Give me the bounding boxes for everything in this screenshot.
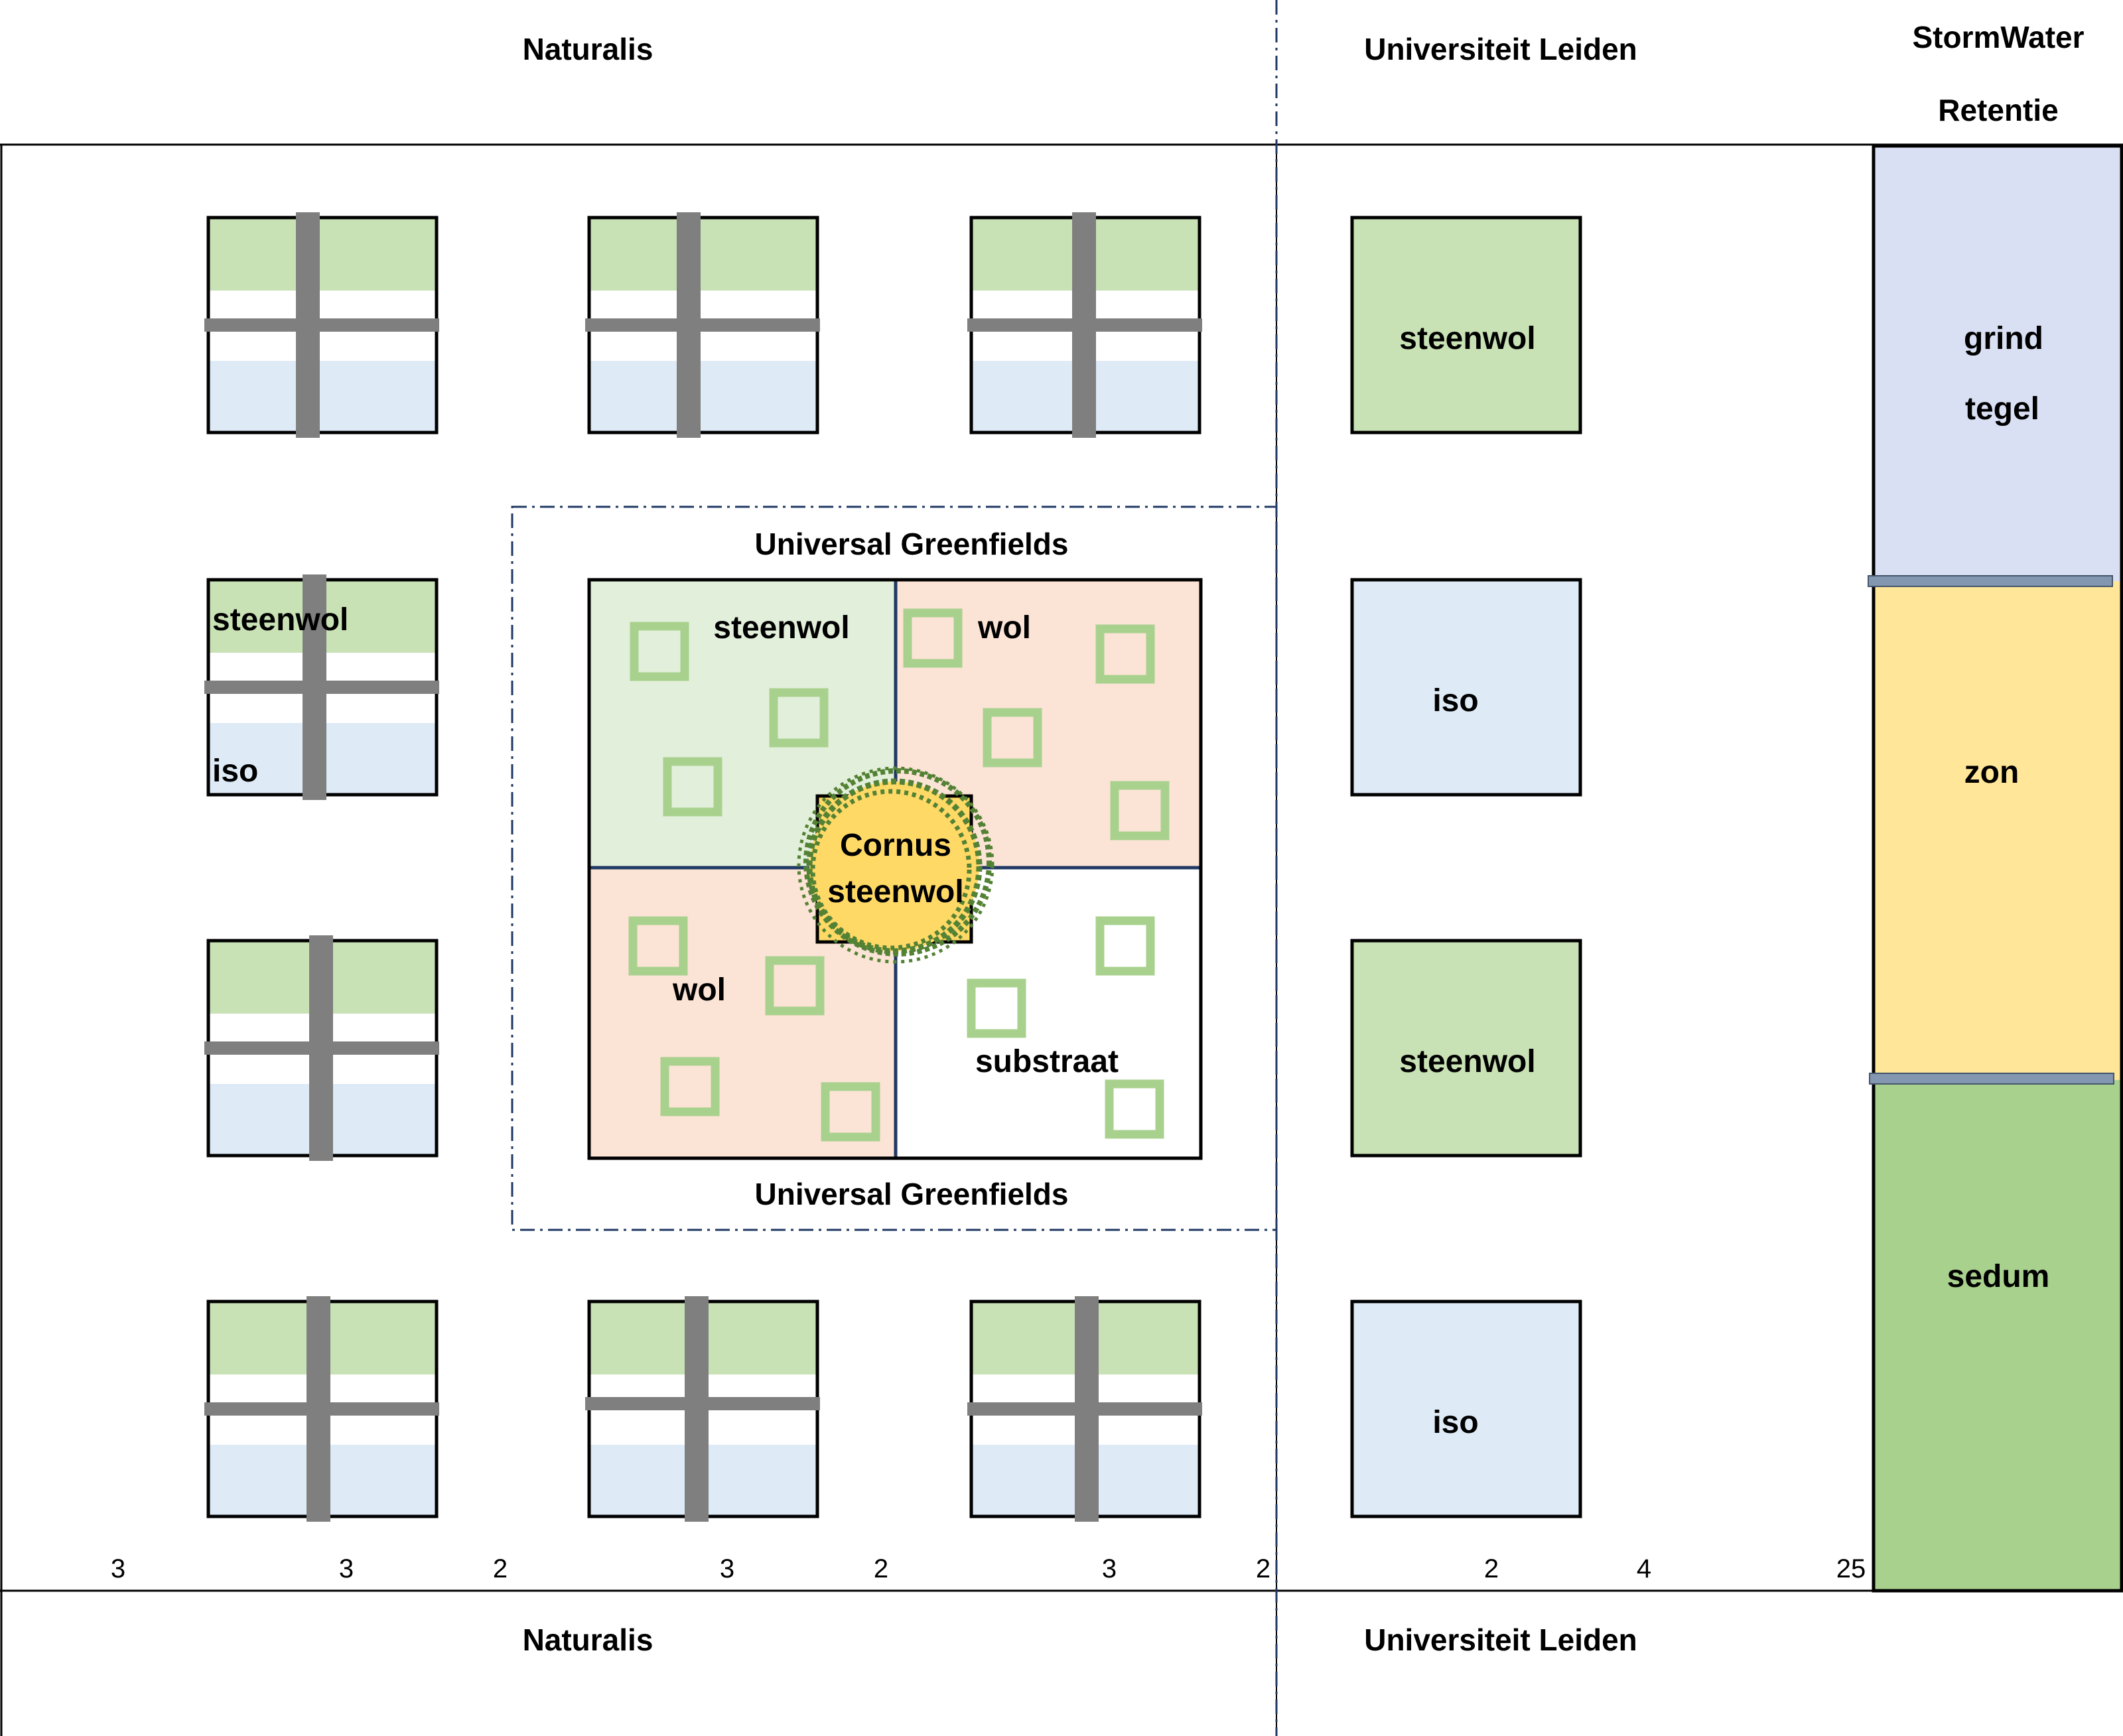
naturalis-header-bottom: Naturalis (523, 1623, 653, 1657)
tile-horizontal-bar (204, 318, 439, 332)
dimension-label: 2 (1256, 1554, 1270, 1583)
sample-square (983, 708, 1042, 768)
naturalis-header-top: Naturalis (523, 32, 653, 66)
leiden-tile-column: steenwol iso steenwol iso (1350, 216, 1582, 1518)
stormwater-label-zon: zon (1964, 755, 2020, 790)
quadrant-label-bottom-right: substraat (975, 1044, 1119, 1079)
leiden-tile: steenwol (1350, 216, 1582, 434)
tile-vertical-bar (296, 212, 320, 438)
tile-top-layer (208, 218, 437, 291)
tile-bottom-layer (589, 361, 817, 433)
naturalis-tile (204, 212, 439, 438)
sample-square (765, 956, 825, 1016)
dimension-label: 25 (1836, 1554, 1866, 1583)
dimension-label: 3 (339, 1554, 354, 1583)
leiden-header-top: Universiteit Leiden (1364, 32, 1637, 66)
dimension-label: 2 (1484, 1554, 1499, 1583)
sample-square (903, 608, 963, 668)
stormwater-header-line1: StormWater (1913, 20, 2085, 54)
cornus-ring-3 (810, 789, 972, 951)
sample-square-group (628, 608, 1170, 1142)
sample-square (1095, 916, 1155, 976)
sample-square (630, 622, 689, 681)
stormwater-column: grind tegel zon sedum (1868, 144, 2123, 1593)
tile-vertical-bar (677, 212, 701, 438)
cornus-plant: Cornus steenwol (797, 766, 994, 964)
leiden-tile-label: steenwol (1399, 321, 1535, 356)
sample-square (1105, 1079, 1164, 1139)
leiden-tile-label: iso (1432, 1405, 1478, 1440)
tile-vertical-bar (309, 935, 333, 1161)
sample-square (821, 1082, 880, 1142)
leiden-tile-box (1350, 578, 1582, 797)
stormwater-sedum-zone (1874, 1080, 2122, 1591)
dimension-label: 3 (720, 1554, 734, 1583)
tile-top-layer (589, 218, 817, 291)
quadrant-label-bottom-left: wol (672, 972, 726, 1008)
dimension-label: 3 (111, 1554, 125, 1583)
naturalis-tile-label-iso: iso (212, 754, 258, 789)
tile-vertical-bar (685, 1296, 709, 1522)
greenfields-outer-box (587, 578, 1203, 1160)
stormwater-header-line2: Retentie (1938, 93, 2058, 127)
naturalis-tile (585, 1296, 820, 1522)
naturalis-tile (204, 574, 439, 800)
greenfields-title-bottom: Universal Greenfields (755, 1177, 1069, 1211)
stormwater-grind-tegel-zone (1874, 146, 2122, 581)
sample-square (1095, 624, 1155, 684)
cornus-label-line1: Cornus (840, 828, 951, 863)
sample-square (769, 688, 829, 748)
greenfields-dashed-boundary (511, 505, 1278, 1231)
stormwater-label-tegel: tegel (1965, 391, 2039, 427)
leiden-tile-label: steenwol (1399, 1044, 1535, 1079)
naturalis-tile (585, 212, 820, 438)
stormwater-outline (1872, 144, 2123, 1593)
dimension-label: 3 (1102, 1554, 1117, 1583)
sample-square (1110, 781, 1170, 840)
sample-square (628, 916, 688, 976)
greenfields-title-top: Universal Greenfields (755, 527, 1069, 561)
sample-square (663, 757, 722, 817)
sample-square (967, 978, 1026, 1038)
stormwater-divider-1 (1868, 575, 2113, 587)
leiden-tile-label: iso (1432, 683, 1478, 718)
cornus-ring-4 (797, 766, 994, 964)
leiden-tile: iso (1350, 578, 1582, 797)
leiden-header-bottom: Universiteit Leiden (1364, 1623, 1637, 1657)
dimension-label: 4 (1637, 1554, 1651, 1583)
naturalis-tile (967, 212, 1202, 438)
leiden-tile-box (1350, 216, 1582, 434)
naturalis-tile (204, 935, 439, 1161)
stormwater-zon-zone (1874, 581, 2122, 1080)
naturalis-tile (967, 1296, 1202, 1522)
naturalis-tile-grid (204, 212, 1202, 1522)
tile-vertical-bar (1072, 212, 1096, 438)
naturalis-tile-label-steenwol: steenwol (212, 602, 348, 637)
leiden-tile: iso (1350, 1300, 1582, 1518)
sample-square (660, 1057, 720, 1116)
tile-horizontal-bar (585, 318, 820, 332)
naturalis-tile (204, 1296, 439, 1522)
cornus-ring-2 (803, 768, 992, 957)
quadrant-label-top-left: steenwol (713, 610, 849, 645)
leiden-tile-box (1350, 939, 1582, 1158)
quadrant-label-top-right: wol (977, 610, 1031, 645)
stormwater-label-grind: grind (1964, 321, 2043, 356)
stormwater-divider-2 (1869, 1073, 2114, 1085)
leiden-tile: steenwol (1350, 939, 1582, 1158)
tile-vertical-bar (1075, 1296, 1099, 1522)
dimension-label: 2 (493, 1554, 508, 1583)
cornus-label-line2: steenwol (827, 874, 963, 909)
tile-bottom-layer (208, 361, 437, 433)
tile-vertical-bar (303, 574, 326, 800)
leiden-tile-box (1350, 1300, 1582, 1518)
dimension-label: 2 (874, 1554, 888, 1583)
tile-vertical-bar (307, 1296, 330, 1522)
stormwater-label-sedum: sedum (1947, 1259, 2050, 1294)
